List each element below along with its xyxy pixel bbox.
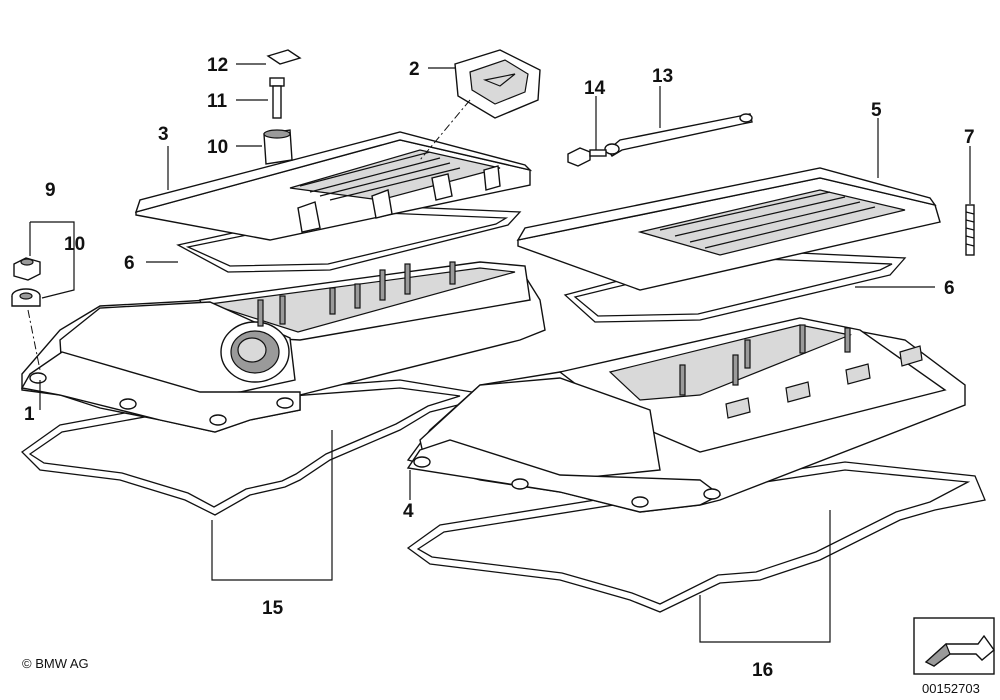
callout-3: 3 — [158, 124, 169, 145]
callout-10: 10 — [207, 137, 228, 158]
oil-filler-cap — [419, 49, 541, 161]
nut-and-grommet — [11, 257, 41, 371]
callout-15: 15 — [262, 598, 284, 619]
callout-11: 11 — [207, 91, 228, 112]
callout-5: 5 — [871, 100, 882, 121]
callout-14: 14 — [584, 78, 606, 99]
callout-16: 16 — [752, 660, 773, 681]
callout-1: 1 — [24, 404, 35, 425]
callout-2: 2 — [409, 59, 420, 80]
stud-bolt — [965, 204, 975, 256]
leader-lines — [29, 63, 971, 643]
diagram-number: 00152703 — [922, 681, 980, 696]
callout-8: 9 — [45, 180, 56, 201]
copyright-text: © BMW AG — [22, 656, 89, 671]
studs-left — [257, 261, 456, 327]
ground-strap — [567, 113, 753, 167]
orientation-arrow-box — [913, 617, 995, 675]
engine-cover-right — [516, 167, 941, 291]
callout-4: 4 — [403, 501, 414, 522]
callout-6-left: 6 — [124, 253, 135, 274]
callout-7: 7 — [964, 127, 975, 148]
callout-labels: 12 11 10 2 3 9 10 6 1 14 13 5 7 6 4 15 1… — [24, 55, 975, 681]
engine-cover-left — [134, 131, 533, 241]
callout-6-right: 6 — [944, 278, 955, 299]
mounting-hardware-left — [263, 49, 302, 165]
valve-cover-left — [20, 261, 546, 433]
callout-12: 12 — [207, 55, 228, 76]
callout-13: 13 — [652, 66, 673, 87]
callout-9: 10 — [64, 234, 85, 255]
studs-right — [679, 324, 851, 396]
valve-cover-right — [406, 317, 966, 513]
